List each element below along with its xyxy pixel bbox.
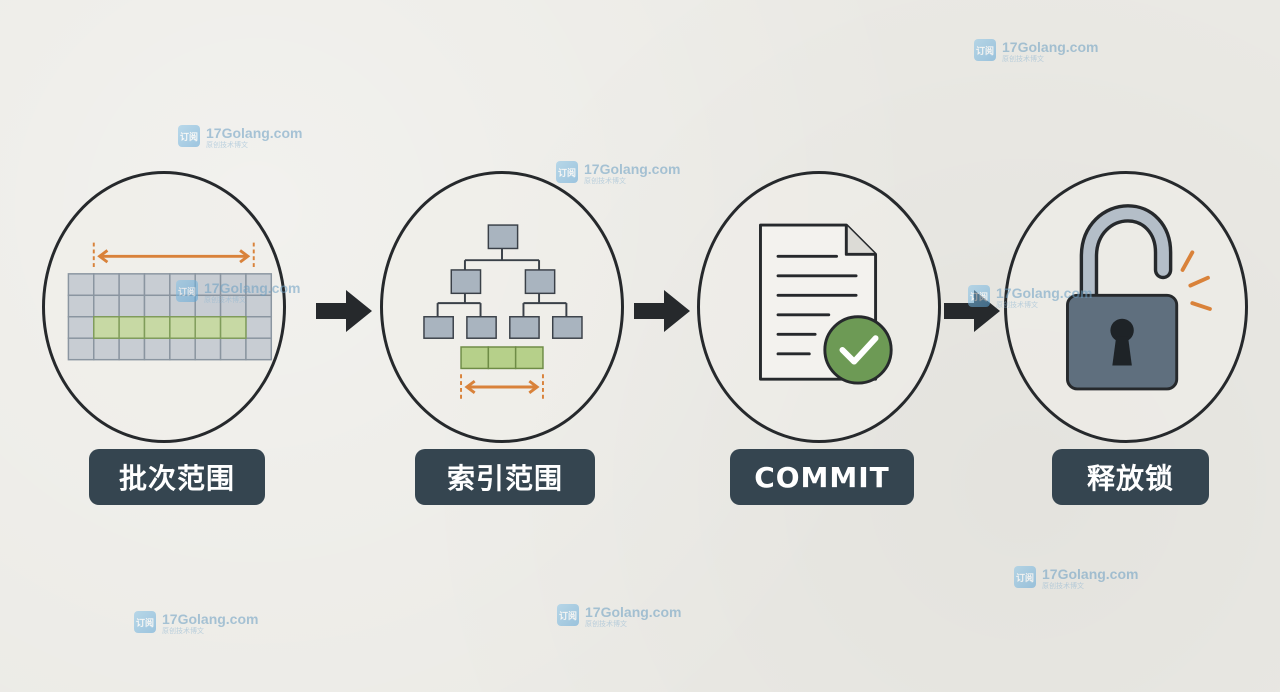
17golang-logo-icon: 订阅 (974, 39, 996, 61)
17golang-logo-icon: 订阅 (134, 611, 156, 633)
step-circle-commit (697, 171, 941, 443)
17golang-logo-icon: 订阅 (556, 161, 578, 183)
17golang-logo-icon: 订阅 (557, 604, 579, 626)
17golang-logo-icon: 订阅 (178, 125, 200, 147)
step-circle-batch-range (42, 171, 286, 443)
index-tree-icon (423, 224, 583, 399)
document-check-icon (759, 223, 893, 385)
17golang-logo-icon: 订阅 (176, 280, 198, 302)
step-label-index-range: 索引范围 (415, 449, 595, 505)
table-range-icon (67, 242, 273, 361)
step-circle-index-range (380, 171, 624, 443)
arrow-right-icon (634, 288, 690, 334)
step-label-commit: COMMIT (730, 449, 914, 505)
unlock-icon (1066, 204, 1212, 391)
arrow-right-icon (316, 288, 372, 334)
17golang-logo-icon: 订阅 (1014, 566, 1036, 588)
step-circle-release-lock (1004, 171, 1248, 443)
17golang-logo-icon: 订阅 (968, 285, 990, 307)
step-label-batch-range: 批次范围 (89, 449, 265, 505)
step-label-release-lock: 释放锁 (1052, 449, 1209, 505)
